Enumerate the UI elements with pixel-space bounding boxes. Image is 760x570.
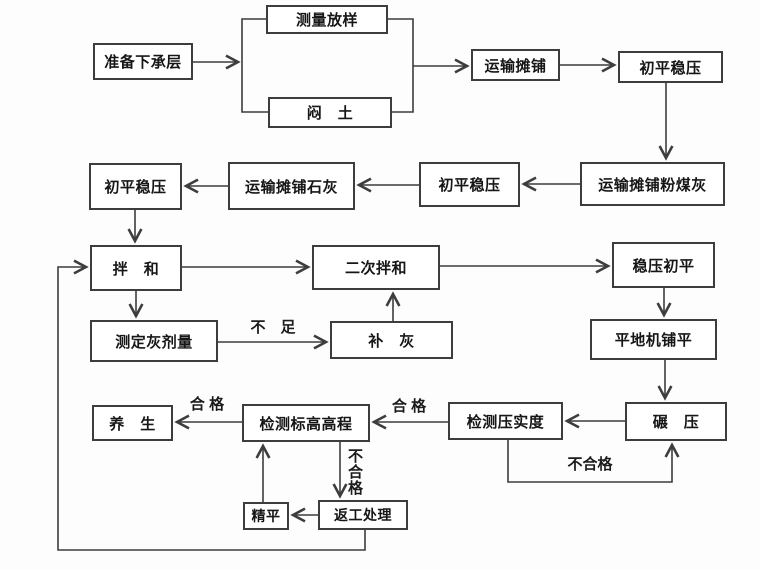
node-fine-leveling: 精平 [243, 502, 289, 530]
node-initial-leveling-1: 初平稳压 [618, 51, 723, 83]
edge-label-pass-right: 合 格 [391, 398, 427, 415]
node-rework: 返工处理 [318, 500, 408, 530]
edge-label-fail-vertical: 不合格 [346, 448, 363, 496]
arrow-checkcompact-fail-to-rolling [507, 440, 672, 483]
arrow-rework-loop-to-mixing [57, 267, 366, 551]
fork-bracket-left [241, 18, 268, 113]
node-grader-leveling: 平地机铺平 [590, 319, 717, 360]
node-add-ash: 补 灰 [330, 321, 453, 359]
edge-label-insufficient: 不 足 [250, 319, 296, 336]
node-stable-leveling: 稳压初平 [612, 242, 715, 288]
node-measure-ash-dosage: 测定灰剂量 [90, 320, 218, 362]
node-spread-lime: 运输摊铺石灰 [228, 162, 355, 210]
edge-label-fail-horizontal: 不合格 [567, 456, 613, 473]
node-moisten-soil: 闷 土 [268, 97, 392, 128]
node-curing: 养 生 [92, 405, 173, 441]
node-initial-leveling-2: 初平稳压 [419, 162, 520, 207]
node-spread-flyash: 运输摊铺粉煤灰 [580, 162, 725, 206]
node-prepare-subgrade: 准备下承层 [93, 43, 193, 80]
node-transport-spread: 运输摊铺 [471, 49, 560, 81]
node-rolling: 碾 压 [625, 402, 727, 441]
node-second-mixing: 二次拌和 [312, 245, 440, 290]
node-initial-leveling-3: 初平稳压 [89, 163, 182, 210]
node-check-elevation: 检测标高高程 [242, 404, 370, 442]
node-survey-layout: 测量放样 [266, 5, 388, 34]
node-mixing: 拌 和 [90, 245, 182, 291]
node-check-compaction: 检测压实度 [448, 402, 563, 440]
edge-label-pass-left: 合 格 [189, 396, 225, 413]
